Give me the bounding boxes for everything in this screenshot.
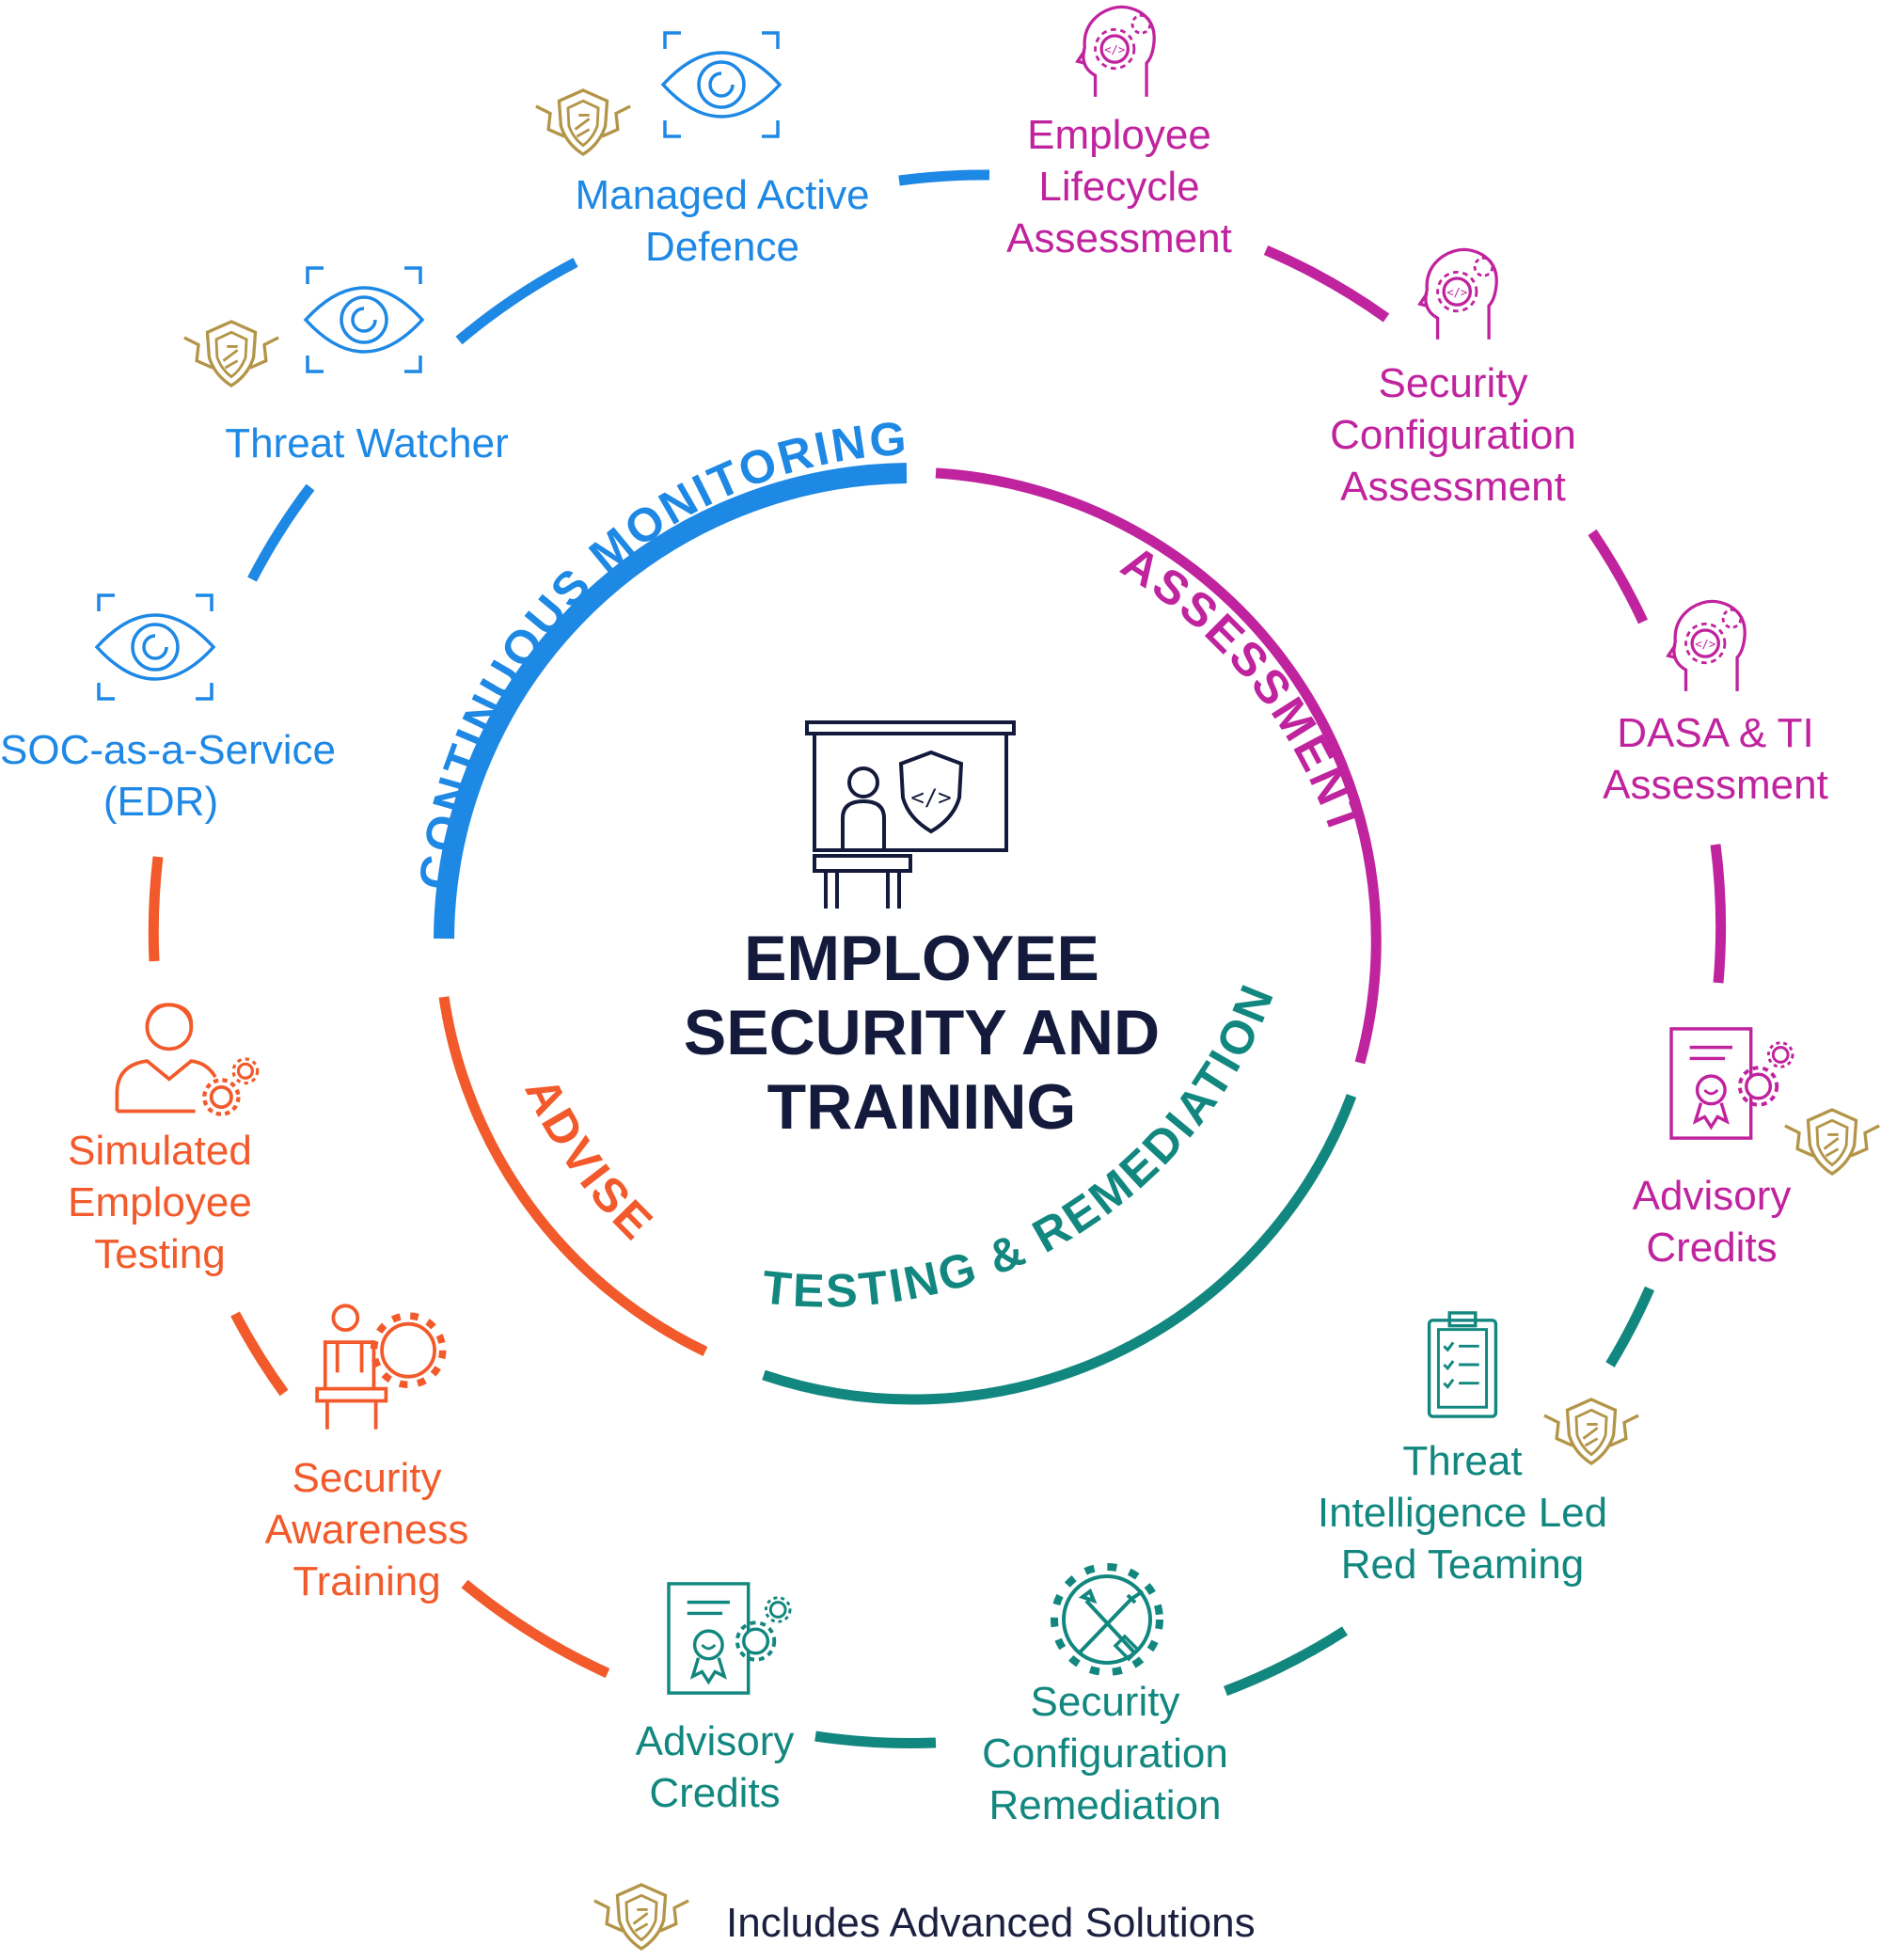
service-label-line: Threat Watcher bbox=[225, 420, 509, 466]
gold-shield-badge-icon bbox=[182, 320, 280, 387]
certificate-gear-icon bbox=[669, 1584, 790, 1693]
service-label-line: Security bbox=[1030, 1679, 1180, 1725]
legend-shield-icon bbox=[593, 1883, 690, 1951]
service-label-line: (EDR) bbox=[103, 779, 219, 825]
center-title-line: SECURITY AND bbox=[683, 997, 1161, 1068]
service-label-line: Remediation bbox=[988, 1782, 1222, 1828]
service-security-configuration-assessment: Security Configuration Assessment bbox=[1307, 357, 1599, 513]
center-title: EMPLOYEE SECURITY AND TRAINING bbox=[658, 922, 1185, 1145]
ring-seg-bottom-left-1 bbox=[461, 1579, 610, 1679]
phase-label-assessment: ASSESSMENT bbox=[1113, 535, 1373, 844]
ring-seg-left-1 bbox=[247, 483, 315, 582]
ring-seg-left-2 bbox=[230, 1311, 289, 1397]
service-advisory-credits-right: Advisory Credits bbox=[1599, 1170, 1825, 1273]
service-red-teaming: Threat Intelligence Led Red Teaming bbox=[1298, 1435, 1627, 1590]
presenter-whiteboard-shield-icon: </> bbox=[805, 720, 1016, 909]
center-title-line: EMPLOYEE bbox=[744, 923, 1099, 994]
service-label-line: Employee bbox=[1027, 112, 1211, 158]
trainer-gear-icon bbox=[317, 1305, 443, 1429]
head-gear-icon bbox=[1076, 5, 1156, 99]
service-security-awareness-training: Security Awareness Training bbox=[235, 1452, 498, 1607]
service-label-line: Awareness bbox=[264, 1507, 469, 1553]
service-label-line: Credits bbox=[1646, 1225, 1778, 1271]
eye-scan-icon bbox=[661, 31, 782, 138]
head-gear-icon bbox=[1667, 599, 1747, 693]
service-label-line: Red Teaming bbox=[1340, 1541, 1585, 1588]
legend-text: Includes Advanced Solutions bbox=[726, 1900, 1256, 1946]
center-title-line: TRAINING bbox=[767, 1071, 1077, 1143]
service-label-line: Employee bbox=[68, 1179, 252, 1225]
clipboard-checklist-icon bbox=[1427, 1311, 1498, 1418]
service-label-line: DASA & TI bbox=[1617, 710, 1814, 756]
ring-seg-top-left-1 bbox=[455, 258, 578, 345]
service-label-line: Configuration bbox=[982, 1731, 1228, 1777]
service-label-line: Advisory bbox=[1632, 1173, 1792, 1219]
ring-seg-right-3 bbox=[1605, 1286, 1655, 1367]
eye-scan-icon bbox=[304, 266, 424, 373]
service-label-line: Security bbox=[1378, 360, 1528, 406]
service-employee-lifecycle: Employee Lifecycle Assessment bbox=[969, 109, 1270, 264]
svg-text:</>: </> bbox=[910, 784, 951, 811]
service-simulated-employee-testing: Simulated Employee Testing bbox=[38, 1125, 282, 1280]
ring-seg-top-right-1 bbox=[1263, 245, 1390, 323]
gear-tools-icon bbox=[1054, 1567, 1160, 1672]
employee-gear-icon bbox=[117, 1004, 257, 1114]
service-threat-watcher: Threat Watcher bbox=[179, 418, 555, 469]
gold-shield-badge-icon bbox=[534, 88, 632, 156]
service-label-line: Intelligence Led bbox=[1317, 1490, 1608, 1536]
service-dasa-ti-assessment: DASA & TI Assessment bbox=[1580, 707, 1851, 811]
ring-seg-right-1 bbox=[1588, 529, 1648, 624]
service-label-line: Lifecycle bbox=[1038, 164, 1200, 210]
phase-arc-testing bbox=[762, 1094, 1357, 1405]
service-label-line: Threat bbox=[1402, 1438, 1523, 1484]
phase-arc-advise bbox=[438, 996, 708, 1356]
service-advisory-credits-bottom: Advisory Credits bbox=[602, 1715, 828, 1819]
phase-arc-monitoring bbox=[434, 463, 908, 940]
certificate-gear-icon bbox=[1671, 1029, 1793, 1138]
service-label-line: Advisory bbox=[635, 1718, 795, 1764]
ring-seg-right-2 bbox=[1710, 844, 1727, 984]
service-label-line: Managed Active bbox=[575, 172, 870, 218]
ring-seg-bottom-right-1 bbox=[1224, 1626, 1348, 1697]
outer-ring bbox=[148, 169, 1727, 1749]
ring-seg-top-1 bbox=[898, 169, 990, 186]
service-label-line: Defence bbox=[645, 224, 799, 270]
ring-seg-bottom-1 bbox=[814, 1731, 937, 1749]
service-label-line: Assessment bbox=[1340, 464, 1566, 510]
service-managed-active-defence: Managed Active Defence bbox=[534, 169, 910, 273]
service-label-line: SOC-as-a-Service bbox=[0, 727, 336, 773]
head-gear-icon bbox=[1418, 247, 1498, 341]
phase-ring bbox=[434, 463, 1382, 1405]
service-label-line: Security bbox=[292, 1455, 442, 1501]
service-label-line: Assessment bbox=[1006, 215, 1232, 261]
service-label-line: Testing bbox=[94, 1231, 226, 1277]
service-label-line: Credits bbox=[649, 1770, 781, 1816]
phase-arc-assessment bbox=[935, 467, 1382, 1065]
eye-scan-icon bbox=[95, 593, 215, 701]
service-label-line: Assessment bbox=[1603, 762, 1828, 808]
service-label-line: Configuration bbox=[1330, 412, 1576, 458]
service-security-configuration-remediation: Security Configuration Remediation bbox=[959, 1676, 1251, 1831]
gold-shield-badge-icon bbox=[1783, 1108, 1881, 1176]
service-label-line: Training bbox=[292, 1558, 441, 1604]
service-label-line: Simulated bbox=[68, 1128, 252, 1174]
service-soc-as-a-service: SOC-as-a-Service (EDR) bbox=[0, 724, 336, 828]
ring-seg-left-3 bbox=[148, 856, 164, 962]
